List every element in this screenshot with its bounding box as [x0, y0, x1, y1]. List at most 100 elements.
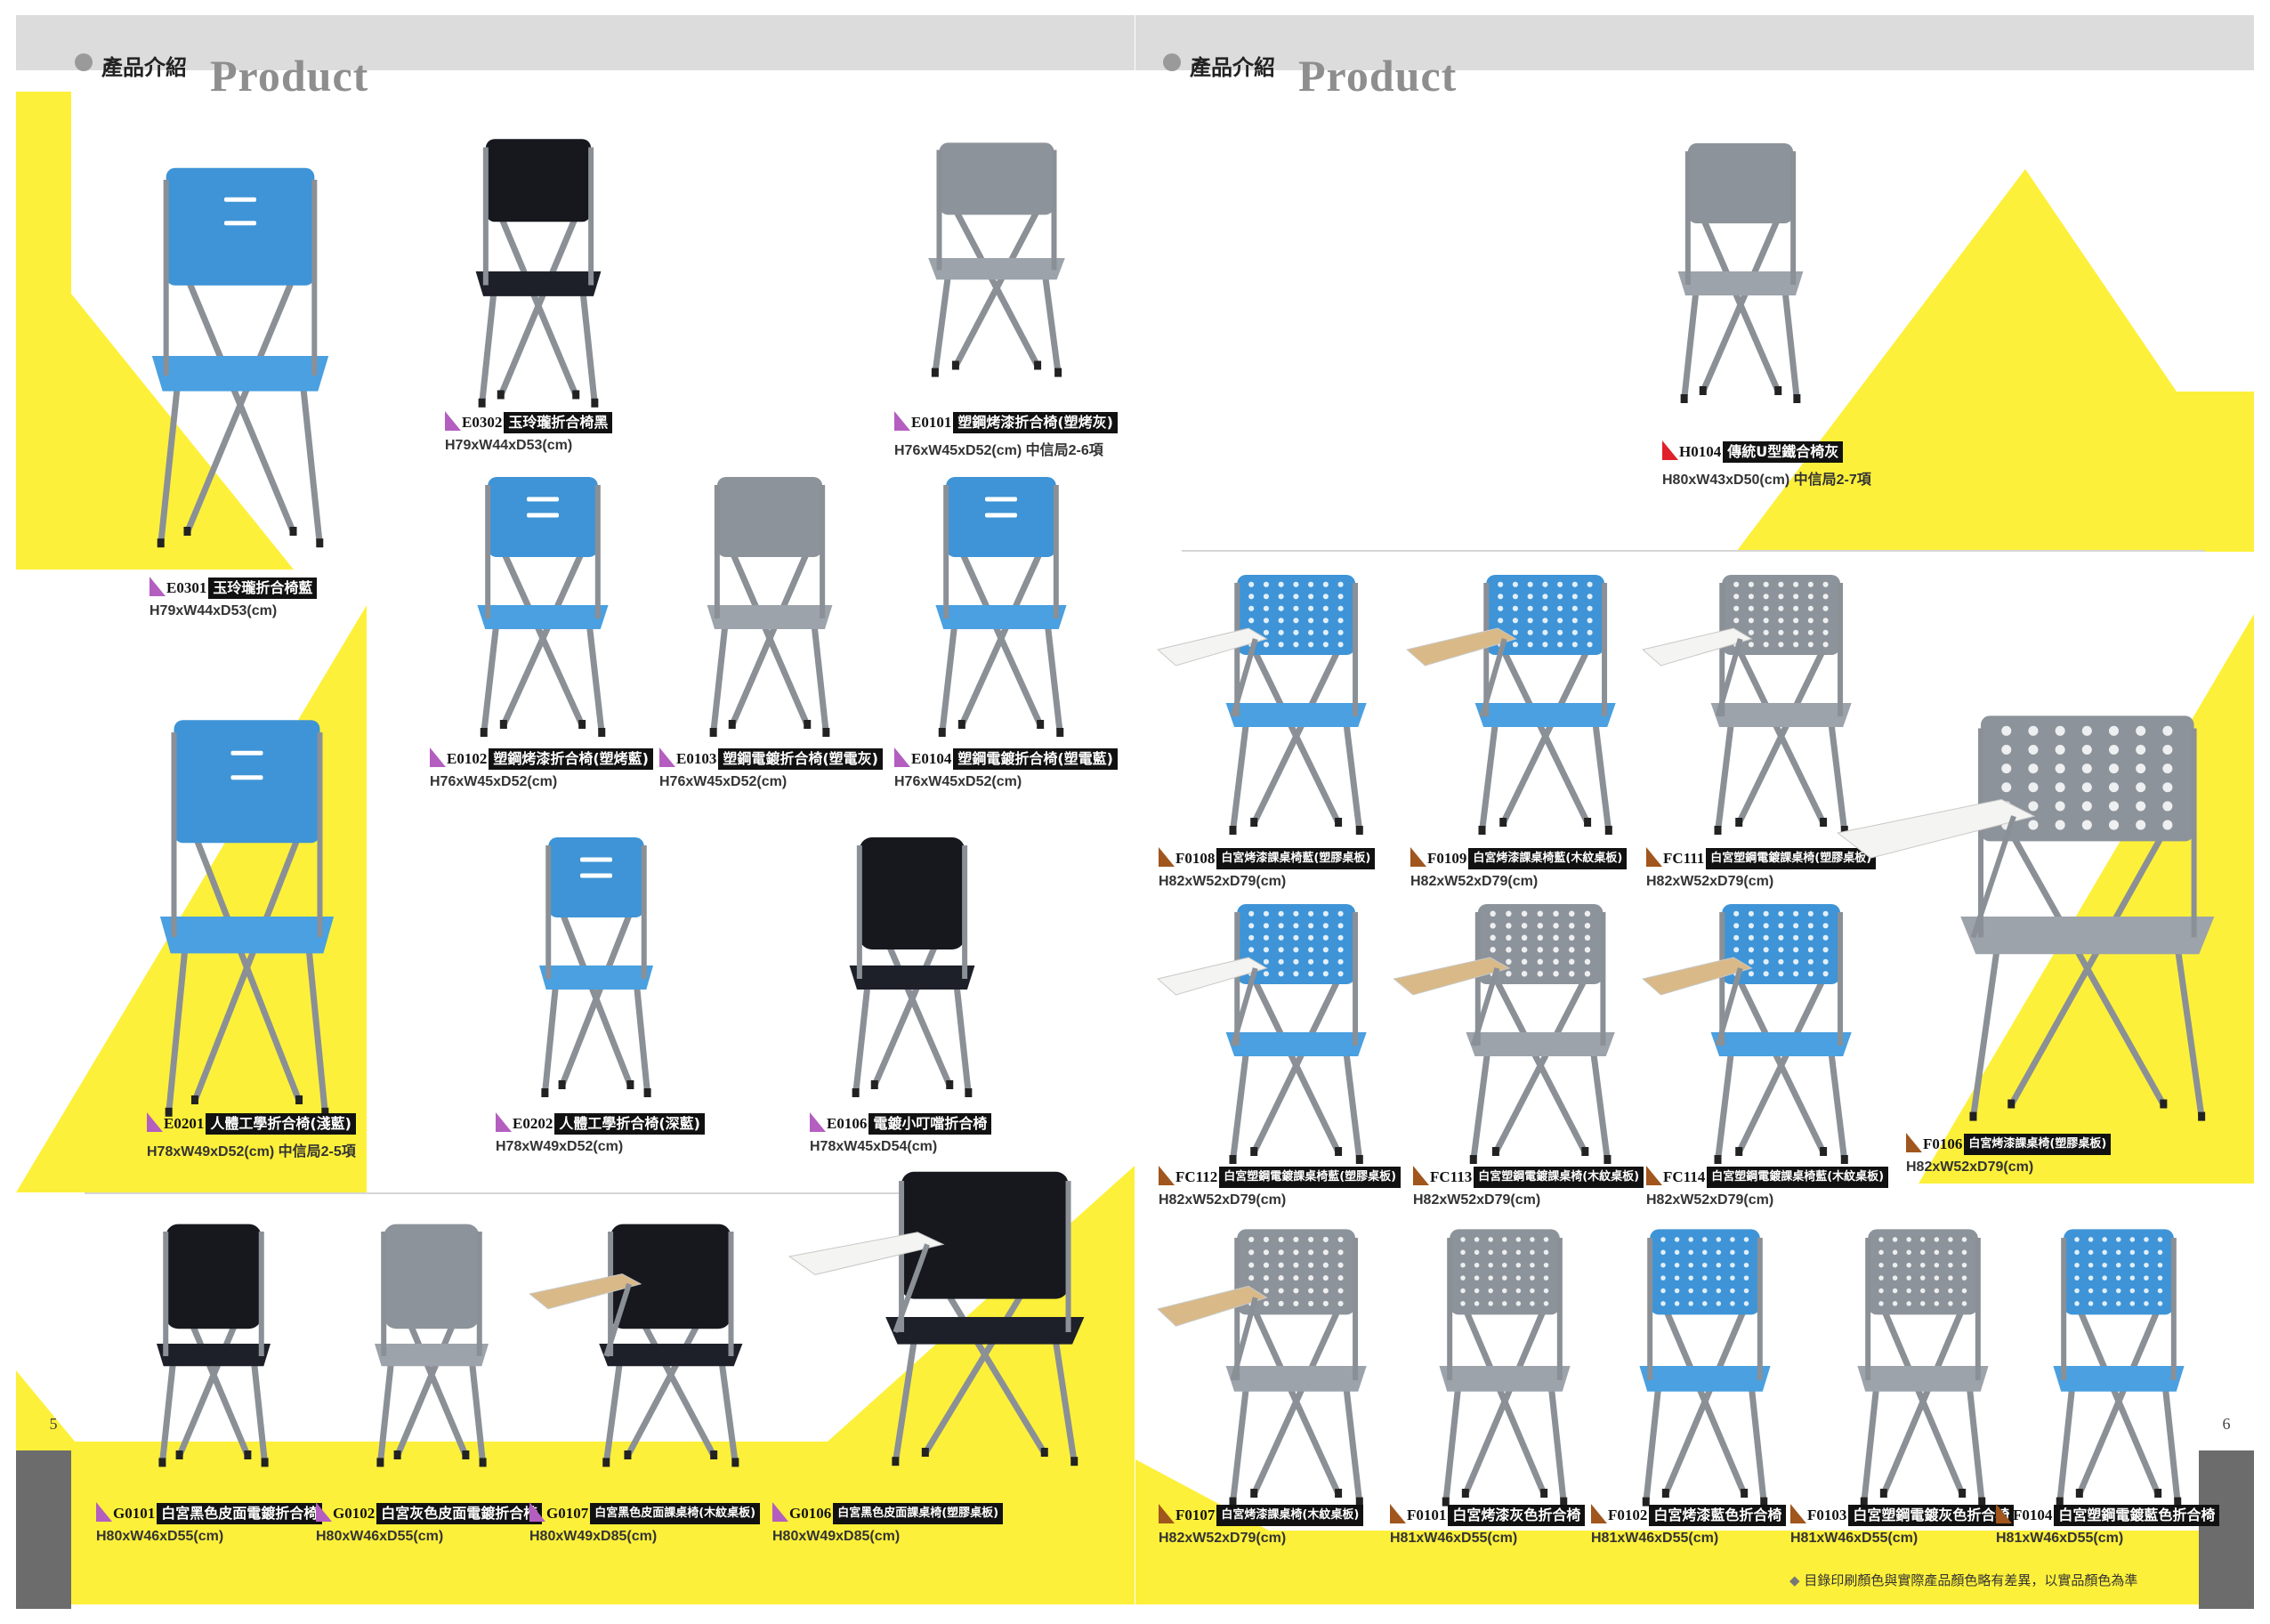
- product-name: 玉玲瓏折合椅藍: [208, 578, 318, 599]
- chair-image-f0104: [2053, 1229, 2185, 1507]
- label-triangle-icon: [149, 577, 166, 596]
- label-triangle-icon: [1390, 1504, 1406, 1523]
- side-tab: [2199, 1450, 2254, 1609]
- dimensions-text: H80xW46xD55(cm): [316, 1529, 444, 1544]
- product-dimensions: H78xW49xD52(cm) 中信局2-5項: [147, 1139, 356, 1160]
- chair-image-f0108: [1157, 575, 1367, 835]
- product-dimensions: H82xW52xD79(cm): [1159, 1192, 1286, 1208]
- product-g0101: [125, 1219, 303, 1468]
- product-name: 白宮黑色皮面電鍍折合椅: [157, 1503, 323, 1524]
- product-dimensions: H82xW52xD79(cm): [1906, 1159, 2033, 1176]
- chair-image-g0101: [157, 1224, 271, 1467]
- dimensions-text: H80xW49xD85(cm): [772, 1529, 901, 1544]
- label-triangle-icon: [1410, 847, 1426, 867]
- chair-image-g0106: [788, 1171, 1085, 1466]
- product-e0302: [440, 133, 636, 409]
- label-triangle-icon: [316, 1502, 332, 1522]
- product-h0104: [1643, 138, 1838, 405]
- product-code: F0107: [1175, 1507, 1216, 1523]
- chair-image-g0107: [529, 1224, 743, 1467]
- page-number: 6: [2222, 1415, 2231, 1433]
- chair-image-f0109: [1406, 575, 1616, 835]
- product-fc112: [1153, 899, 1380, 1166]
- chair-image-e0101: [928, 142, 1065, 377]
- product-dimensions: H82xW52xD79(cm): [1410, 874, 1538, 890]
- footer-note: ◆ 目錄印刷顏色與實際產品顏色略有差異，以實品顏色為準: [1789, 1571, 2137, 1589]
- page-number: 5: [49, 1415, 58, 1433]
- chair-image-e0106: [849, 837, 975, 1097]
- dimensions-text: H78xW49xD52(cm): [147, 1144, 275, 1159]
- chair-image-e0302: [475, 139, 602, 408]
- product-f0102: [1603, 1224, 1807, 1508]
- right-page: 產品介紹 Product 6 ◆ 目錄印刷顏色與實際產品顏色略有差異，以實品顏色…: [1135, 0, 2270, 1624]
- product-code: G0101: [113, 1505, 156, 1522]
- header-bullet-icon: [1163, 53, 1181, 71]
- product-dimensions: H80xW46xD55(cm): [96, 1529, 223, 1545]
- label-triangle-icon: [1662, 440, 1678, 460]
- section-divider: [1182, 550, 2205, 552]
- product-dimensions: H81xW46xD55(cm): [1390, 1531, 1517, 1547]
- label-triangle-icon: [810, 1112, 826, 1132]
- dimensions-text: H82xW52xD79(cm): [1159, 1531, 1287, 1546]
- product-code: G0107: [546, 1505, 589, 1522]
- product-name: 白宮烤漆課桌椅藍(木紋桌板): [1468, 848, 1628, 869]
- product-f0104: [2016, 1224, 2221, 1508]
- product-f0108: [1153, 570, 1380, 836]
- section-divider: [85, 1192, 961, 1194]
- procurement-note: 中信局2-7項: [1789, 473, 1871, 488]
- procurement-note: 中信局2-5項: [274, 1144, 356, 1159]
- product-name: 玉玲瓏折合椅黑: [504, 412, 613, 433]
- product-dimensions: H82xW52xD79(cm): [1646, 1192, 1773, 1208]
- product-code: E0301: [166, 579, 207, 596]
- dimensions-text: H81xW46xD55(cm): [1591, 1531, 1719, 1546]
- product-code: FC114: [1663, 1168, 1706, 1185]
- product-code: F0106: [1923, 1135, 1963, 1152]
- product-fc111: [1638, 570, 1865, 836]
- label-triangle-icon: [1159, 847, 1175, 867]
- product-code: G0102: [333, 1505, 376, 1522]
- product-code: E0201: [164, 1115, 205, 1132]
- product-dimensions: H80xW46xD55(cm): [316, 1529, 443, 1545]
- footer-note-text: 目錄印刷顏色與實際產品顏色略有差異，以實品顏色為準: [1804, 1572, 2138, 1588]
- dimensions-text: H76xW45xD52(cm): [659, 774, 788, 789]
- product-dimensions: H79xW44xD53(cm): [445, 438, 572, 454]
- product-f0101: [1402, 1224, 1607, 1508]
- label-triangle-icon: [894, 747, 910, 767]
- chair-image-f0107: [1157, 1229, 1367, 1507]
- label-triangle-icon: [1591, 1504, 1607, 1523]
- dimensions-text: H76xW45xD52(cm): [430, 774, 558, 789]
- product-name: 白宮烤漆課桌椅(木紋桌板): [1216, 1505, 1364, 1526]
- product-code: F0109: [1427, 850, 1467, 867]
- label-triangle-icon: [772, 1502, 788, 1522]
- product-name: 塑鋼烤漆折合椅(塑烤藍): [489, 748, 653, 770]
- product-name: 塑鋼電鍍折合椅(塑電藍): [953, 748, 1118, 770]
- product-code: FC112: [1175, 1168, 1218, 1185]
- product-g0106: [783, 1166, 1103, 1468]
- product-code: F0101: [1407, 1507, 1447, 1523]
- label-triangle-icon: [496, 1112, 512, 1132]
- side-tab: [16, 1450, 71, 1609]
- chair-image-h0104: [1677, 143, 1804, 403]
- dimensions-text: H82xW52xD79(cm): [1159, 874, 1287, 889]
- product-code: H0104: [1679, 443, 1722, 460]
- product-dimensions: H81xW46xD55(cm): [1591, 1531, 1718, 1547]
- dimensions-text: H81xW46xD55(cm): [1790, 1531, 1919, 1546]
- chair-image-g0102: [375, 1224, 489, 1467]
- label-triangle-icon: [1413, 1166, 1429, 1185]
- product-g0107: [525, 1219, 756, 1468]
- product-name: 白宮烤漆課桌椅藍(塑膠桌板): [1216, 848, 1376, 869]
- dimensions-text: H78xW49xD52(cm): [496, 1139, 624, 1154]
- product-dimensions: H82xW52xD79(cm): [1413, 1192, 1540, 1208]
- label-triangle-icon: [1159, 1504, 1175, 1523]
